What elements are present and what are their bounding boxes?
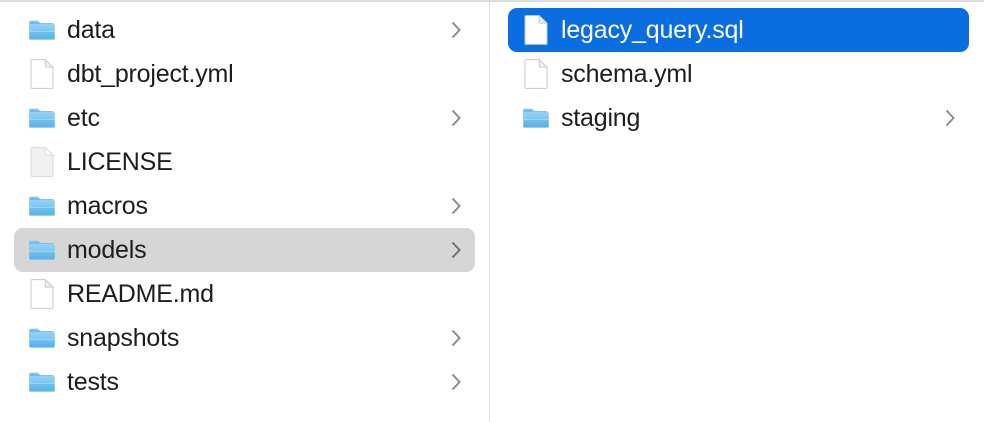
document-icon bbox=[522, 15, 550, 45]
column-parent: data dbt_project.yml etc LICENSE bbox=[0, 0, 490, 422]
document-icon bbox=[522, 59, 550, 89]
file-row-label: etc bbox=[67, 104, 100, 132]
folder-icon bbox=[28, 15, 56, 45]
file-row-label: dbt_project.yml bbox=[67, 60, 234, 88]
chevron-right-icon[interactable] bbox=[449, 327, 463, 349]
chevron-right-icon[interactable] bbox=[449, 107, 463, 129]
file-row-label: LICENSE bbox=[67, 148, 173, 176]
document-icon bbox=[28, 279, 56, 309]
file-row[interactable]: snapshots bbox=[14, 316, 475, 360]
file-row[interactable]: staging bbox=[508, 96, 969, 140]
file-row[interactable]: LICENSE bbox=[14, 140, 475, 184]
file-row[interactable]: legacy_query.sql bbox=[508, 8, 969, 52]
folder-icon bbox=[28, 367, 56, 397]
file-row-label: macros bbox=[67, 192, 148, 220]
folder-icon bbox=[28, 235, 56, 265]
file-row[interactable]: macros bbox=[14, 184, 475, 228]
plain-document-icon bbox=[28, 147, 56, 177]
file-row[interactable]: tests bbox=[14, 360, 475, 404]
file-row-label: models bbox=[67, 236, 147, 264]
file-row[interactable]: models bbox=[14, 228, 475, 272]
chevron-right-icon[interactable] bbox=[449, 195, 463, 217]
folder-icon bbox=[28, 103, 56, 133]
file-row-label: snapshots bbox=[67, 324, 180, 352]
chevron-right-icon[interactable] bbox=[449, 19, 463, 41]
file-row-label: staging bbox=[561, 104, 641, 132]
file-row-label: README.md bbox=[67, 280, 214, 308]
chevron-right-icon[interactable] bbox=[943, 107, 957, 129]
file-row-label: legacy_query.sql bbox=[561, 16, 744, 44]
file-row[interactable]: data bbox=[14, 8, 475, 52]
column-child: legacy_query.sql schema.yml staging bbox=[490, 0, 983, 422]
file-row-label: schema.yml bbox=[561, 60, 693, 88]
file-row[interactable]: schema.yml bbox=[508, 52, 969, 96]
folder-icon bbox=[28, 323, 56, 353]
document-icon bbox=[28, 59, 56, 89]
chevron-right-icon[interactable] bbox=[449, 371, 463, 393]
file-row-label: data bbox=[67, 16, 115, 44]
folder-icon bbox=[522, 103, 550, 133]
file-row[interactable]: etc bbox=[14, 96, 475, 140]
file-row-label: tests bbox=[67, 368, 119, 396]
file-row[interactable]: dbt_project.yml bbox=[14, 52, 475, 96]
chevron-right-icon[interactable] bbox=[449, 239, 463, 261]
folder-icon bbox=[28, 191, 56, 221]
file-row[interactable]: README.md bbox=[14, 272, 475, 316]
